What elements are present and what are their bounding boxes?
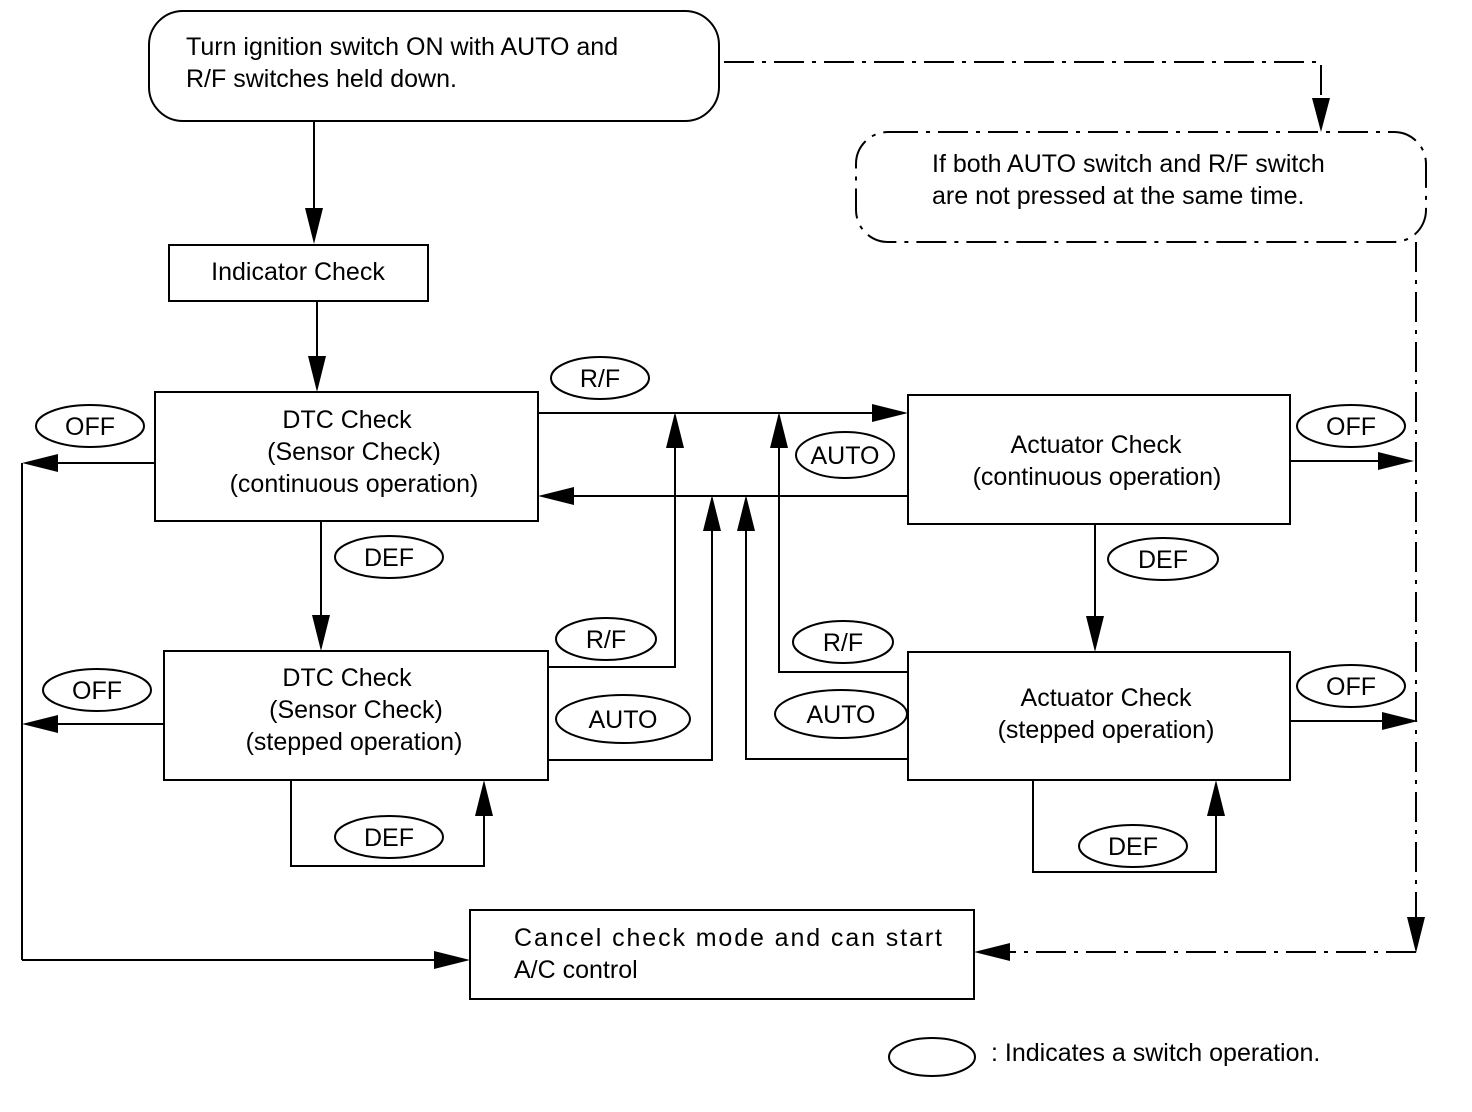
switch-rf-top: R/F	[550, 356, 650, 400]
switch-auto-label: AUTO	[811, 442, 880, 470]
switch-off-label: OFF	[65, 413, 115, 441]
arrowhead-right	[872, 404, 908, 422]
start-box: Turn ignition switch ON with AUTO and R/…	[148, 10, 720, 122]
switch-rf-label: R/F	[580, 365, 620, 393]
switch-off-actuator-continuous: OFF	[1296, 404, 1406, 448]
dtc-stepped-line3: (stepped operation)	[246, 728, 463, 756]
switch-def-label: DEF	[1108, 833, 1158, 861]
switch-def-actuator-continuous: DEF	[1107, 537, 1219, 581]
arrowhead-left	[22, 454, 58, 472]
switch-def-label: DEF	[364, 544, 414, 572]
dtc-stepped-line2: (Sensor Check)	[269, 696, 443, 724]
start-text-line2: R/F switches held down.	[186, 65, 457, 93]
actuator-stepped-line1: Actuator Check	[1021, 684, 1192, 712]
switch-def-dtc-stepped: DEF	[334, 815, 444, 859]
arrowhead-right	[1382, 712, 1418, 730]
switch-auto-label: AUTO	[589, 706, 658, 734]
arrowhead-down	[305, 208, 323, 244]
switch-def-label: DEF	[1138, 546, 1188, 574]
connector-lines	[21, 121, 1400, 961]
switch-auto-dtc-stepped: AUTO	[555, 694, 691, 744]
switch-rf-dtc-stepped: R/F	[555, 617, 657, 661]
not-pressed-box: If both AUTO switch and R/F switch are n…	[855, 131, 1427, 243]
switch-def-label: DEF	[364, 824, 414, 852]
switch-off-dtc-stepped: OFF	[42, 668, 152, 712]
actuator-continuous-line2: (continuous operation)	[973, 463, 1222, 491]
arrowhead-right	[1378, 452, 1414, 470]
switch-def-dtc-continuous: DEF	[334, 535, 444, 579]
dtc-continuous-line1: DTC Check	[282, 406, 412, 434]
arrowhead-down	[312, 615, 330, 651]
arrowhead-down	[1312, 98, 1330, 132]
start-text-line1: Turn ignition switch ON with AUTO and	[186, 33, 618, 61]
arrowhead-down	[1407, 917, 1425, 953]
arrowheads	[22, 98, 1425, 969]
indicator-check-label: Indicator Check	[211, 258, 385, 286]
switch-auto-actuator-stepped: AUTO	[774, 689, 908, 739]
not-pressed-text-line1: If both AUTO switch and R/F switch	[932, 150, 1325, 178]
switch-off-actuator-stepped: OFF	[1296, 664, 1406, 708]
arrowhead-up	[666, 412, 684, 448]
arrowhead-left	[22, 715, 58, 733]
dtc-continuous-line3: (continuous operation)	[230, 470, 479, 498]
legend-text: : Indicates a switch operation.	[991, 1039, 1320, 1067]
actuator-continuous-box: Actuator Check (continuous operation)	[907, 394, 1291, 525]
arrowhead-up	[475, 780, 493, 816]
actuator-stepped-line2: (stepped operation)	[998, 716, 1215, 744]
arrowhead-right	[434, 951, 470, 969]
switch-def-actuator-stepped: DEF	[1078, 824, 1188, 868]
cancel-text-line2: A/C control	[514, 956, 638, 984]
switch-off-dtc-continuous: OFF	[35, 404, 145, 448]
arrowhead-up	[1207, 780, 1225, 816]
arrowhead-up	[770, 412, 788, 448]
switch-auto-top: AUTO	[795, 431, 895, 479]
switch-rf-label: R/F	[586, 626, 626, 654]
dtc-continuous-box: DTC Check (Sensor Check) (continuous ope…	[154, 391, 539, 522]
arrowhead-left	[974, 943, 1010, 961]
legend-oval-symbol	[888, 1037, 976, 1077]
not-pressed-text-line2: are not pressed at the same time.	[932, 182, 1304, 210]
switch-rf-label: R/F	[823, 629, 863, 657]
arrowhead-down	[1086, 616, 1104, 652]
actuator-stepped-box: Actuator Check (stepped operation)	[907, 651, 1291, 781]
cancel-text-line1: Cancel check mode and can start	[514, 924, 942, 952]
switch-rf-actuator-stepped: R/F	[792, 620, 894, 664]
dtc-stepped-box: DTC Check (Sensor Check) (stepped operat…	[163, 650, 549, 781]
arrowhead-up	[703, 495, 721, 531]
indicator-check-box: Indicator Check	[168, 244, 429, 302]
dtc-continuous-line2: (Sensor Check)	[267, 438, 441, 466]
switch-off-label: OFF	[1326, 413, 1376, 441]
switch-off-label: OFF	[72, 677, 122, 705]
switch-auto-label: AUTO	[807, 701, 876, 729]
dtc-stepped-line1: DTC Check	[282, 664, 412, 692]
switch-off-label: OFF	[1326, 673, 1376, 701]
cancel-box: Cancel check mode and can start A/C cont…	[469, 909, 975, 1000]
actuator-continuous-line1: Actuator Check	[1011, 431, 1182, 459]
dash-dot-lines	[724, 61, 1417, 953]
arrowhead-up	[737, 495, 755, 531]
legend: : Indicates a switch operation.	[888, 1037, 1320, 1077]
arrowhead-down	[308, 356, 326, 392]
arrowhead-left	[538, 487, 574, 505]
